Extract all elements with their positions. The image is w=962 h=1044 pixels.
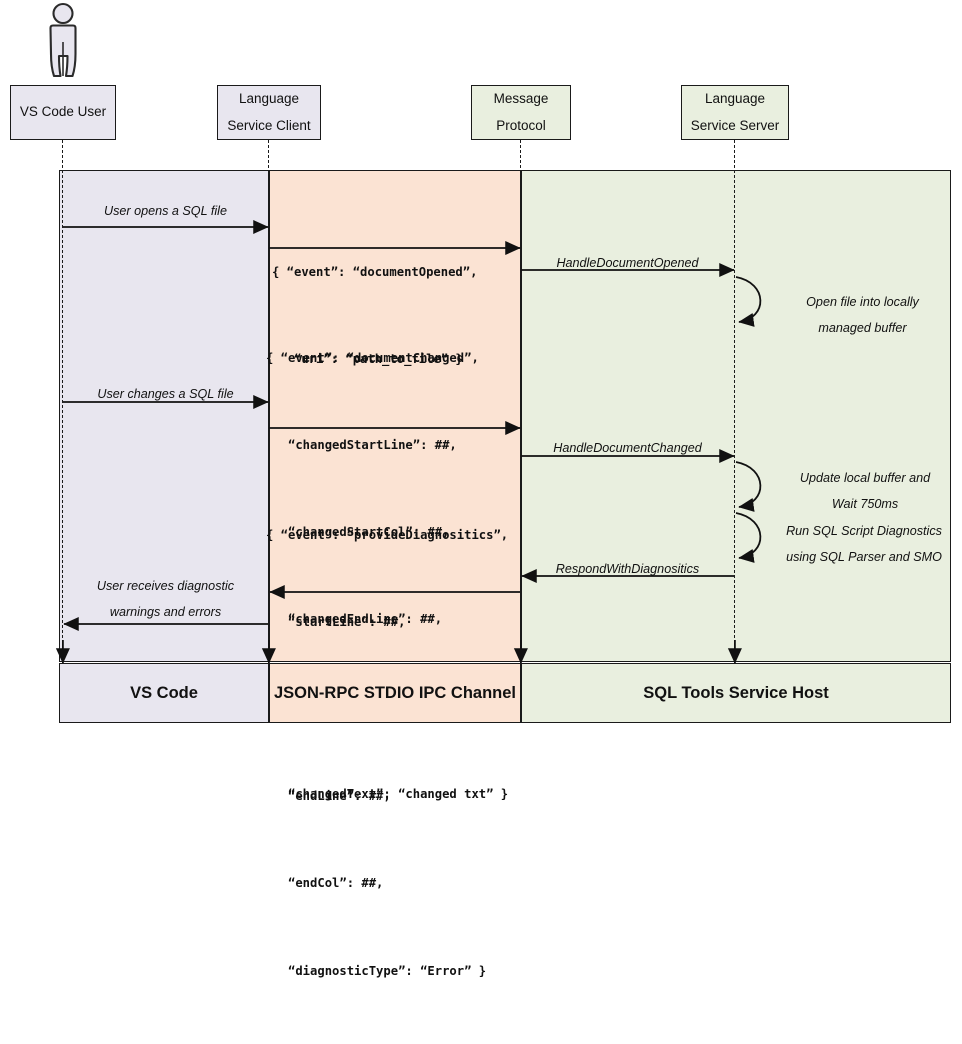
label-user-changes-sql-file: User changes a SQL file bbox=[97, 387, 234, 401]
json-line: { “event”: “documentChanged”, bbox=[266, 351, 479, 366]
label-user-opens-sql-file: User opens a SQL file bbox=[104, 204, 227, 218]
json-payload-document-opened: { “event”: “documentOpened”, “uri”: “pat… bbox=[272, 200, 477, 432]
actor-label-line1: Language bbox=[238, 91, 300, 107]
note-line1: Run SQL Script Diagnostics bbox=[786, 524, 942, 538]
footer-cell-ipc-channel[interactable]: JSON-RPC STDIO IPC Channel bbox=[269, 663, 521, 723]
note-line2: Wait 750ms bbox=[831, 497, 899, 512]
json-payload-provide-diagnositics: { “event”: “provideDiagnositics”, “start… bbox=[266, 463, 508, 1044]
actor-box-message-protocol[interactable]: Message Protocol bbox=[471, 85, 571, 140]
label-handle-document-opened: HandleDocumentOpened bbox=[556, 256, 699, 270]
band-service-host bbox=[521, 170, 951, 662]
footer-cell-vs-code[interactable]: VS Code bbox=[59, 663, 269, 723]
json-line: “endCol”: ##, bbox=[266, 876, 384, 891]
note-line2: managed buffer bbox=[818, 321, 907, 336]
label-respond-with-diagnositics: RespondWithDiagnositics bbox=[555, 562, 700, 576]
note-line1: Open file into locally bbox=[806, 295, 919, 309]
actor-box-vs-code-user[interactable]: VS Code User bbox=[10, 85, 116, 140]
actor-label-line1: Language bbox=[704, 91, 766, 107]
note-open-file-into-buffer: Open file into locally managed buffer bbox=[770, 289, 955, 342]
label-handle-document-changed: HandleDocumentChanged bbox=[553, 441, 702, 455]
json-line: “changedEndLine”: ##, bbox=[266, 612, 443, 627]
json-line: { “event”: “provideDiagnositics”, bbox=[266, 528, 509, 543]
footer-label: JSON-RPC STDIO IPC Channel bbox=[273, 683, 517, 702]
json-line: “diagnosticType”: “Error” } bbox=[266, 963, 487, 978]
band-ipc-channel bbox=[269, 170, 521, 662]
lifeline-vs-code-user bbox=[62, 140, 63, 658]
footer-label: VS Code bbox=[130, 683, 198, 702]
label-user-receives-diagnostics: User receives diagnostic warnings and er… bbox=[63, 573, 268, 626]
actor-label-line1: VS Code User bbox=[19, 104, 107, 120]
note-line1: Update local buffer and bbox=[799, 471, 931, 485]
sequence-diagram-canvas: VS Code User Language Service Client Mes… bbox=[10, 2, 962, 978]
json-line: “changedStartLine”: ##, bbox=[266, 438, 457, 453]
footer-label: SQL Tools Service Host bbox=[643, 683, 829, 702]
actor-box-language-service-server[interactable]: Language Service Server bbox=[681, 85, 789, 140]
actor-label-line2: Protocol bbox=[496, 117, 546, 133]
json-line: “uri”: “path_to_file” } bbox=[272, 352, 463, 367]
label-line1: User receives diagnostic bbox=[96, 579, 235, 593]
note-update-buffer-wait: Update local buffer and Wait 750ms bbox=[770, 465, 960, 518]
actor-label-line2: Service Client bbox=[227, 117, 311, 133]
note-run-sql-script-diagnostics: Run SQL Script Diagnostics using SQL Par… bbox=[766, 518, 962, 571]
band-vscode bbox=[59, 170, 269, 662]
footer-cell-service-host[interactable]: SQL Tools Service Host bbox=[521, 663, 951, 723]
actor-label-line1: Message bbox=[493, 91, 549, 107]
label-line2: warnings and errors bbox=[109, 605, 222, 620]
json-line: “changedStartCol”: ##, bbox=[266, 525, 450, 540]
json-line: { “event”: “documentOpened”, bbox=[272, 265, 478, 280]
lifeline-language-service-server bbox=[734, 140, 735, 658]
actor-label-line2: Service Server bbox=[690, 117, 780, 133]
lifeline-message-protocol bbox=[520, 140, 521, 658]
note-line2: using SQL Parser and SMO bbox=[786, 550, 942, 565]
json-line: “startLine”: ##, bbox=[266, 615, 406, 630]
user-person-icon bbox=[33, 2, 93, 80]
actor-box-language-service-client[interactable]: Language Service Client bbox=[217, 85, 321, 140]
json-line: “endLine”: ##, bbox=[266, 789, 391, 804]
